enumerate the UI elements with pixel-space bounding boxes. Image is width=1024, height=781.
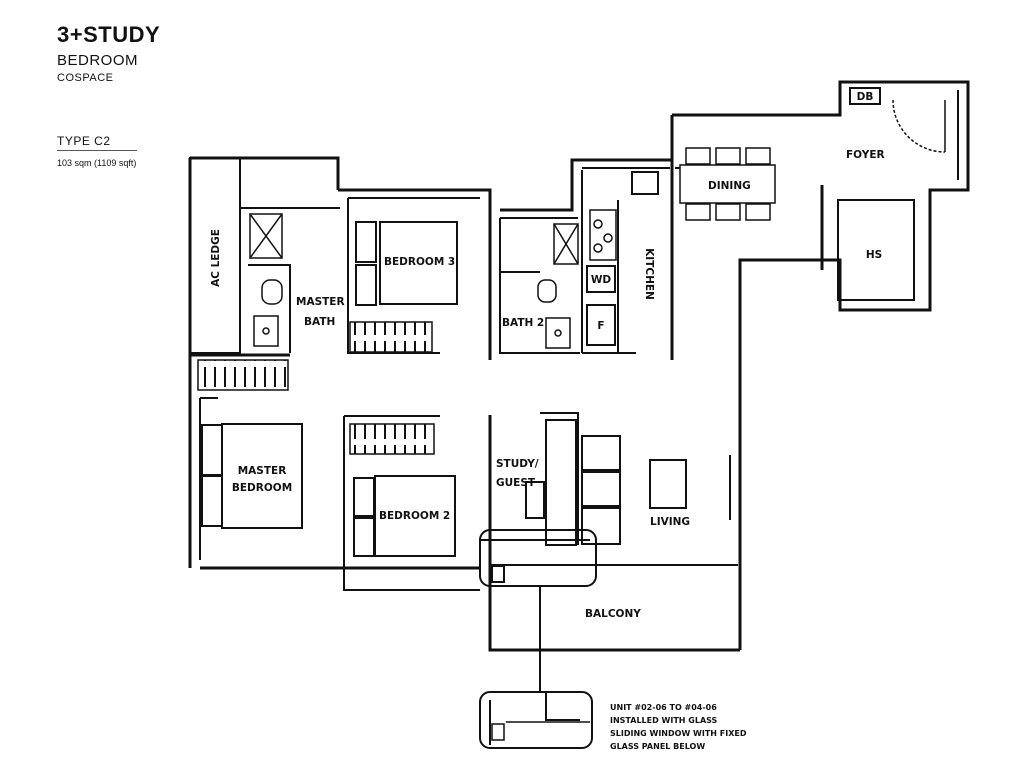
note-line-2: INSTALLED WITH GLASS (610, 716, 718, 725)
header-divider (57, 150, 137, 151)
study-label-line2: GUEST (496, 477, 536, 489)
bath-2-label: BATH 2 (502, 317, 544, 329)
window-detail-callout (479, 691, 593, 749)
wardrobe-bedroom-2 (349, 423, 435, 455)
interior-walls (189, 87, 959, 692)
kitchen-label: KITCHEN (643, 248, 655, 300)
living-label: LIVING (650, 516, 690, 528)
fridge-box (586, 304, 616, 346)
dining-label: DINING (708, 180, 751, 192)
unit-type: TYPE C2 (57, 134, 111, 148)
brand-name: COSPACE (57, 72, 114, 84)
plan-title: 3+STUDY (57, 22, 161, 47)
study-label-line1: STUDY/ (496, 458, 539, 470)
master-bedroom-label-line1: MASTER (238, 465, 287, 477)
note-line-1: UNIT #02-06 TO #04-06 (610, 703, 717, 712)
balcony-label: BALCONY (585, 608, 641, 620)
unit-area: 103 sqm (1109 sqft) (57, 158, 137, 168)
ac-ledge-label: AC LEDGE (210, 229, 222, 287)
exterior-walls (188, 80, 970, 652)
master-bath-label-line2: BATH (304, 316, 335, 328)
note-line-4: GLASS PANEL BELOW (610, 742, 705, 751)
bedroom-3-label: BEDROOM 3 (384, 256, 455, 268)
plan-subtitle: BEDROOM (57, 52, 139, 69)
fridge-label: F (597, 320, 604, 332)
db-label: DB (857, 91, 874, 103)
wd-label: WD (591, 274, 612, 286)
bedroom-2-label: BEDROOM 2 (379, 510, 450, 522)
wardrobe-master-bedroom (197, 359, 289, 391)
fixtures (249, 99, 946, 349)
foyer-label: FOYER (846, 149, 885, 161)
wardrobe-master-bath (349, 321, 433, 353)
master-bedroom-label-line2: BEDROOM (232, 482, 292, 494)
wd-box (586, 265, 616, 293)
note-line-3: SLIDING WINDOW WITH FIXED (610, 729, 747, 738)
master-bath-label-line1: MASTER (296, 296, 345, 308)
hs-label: HS (866, 249, 882, 261)
